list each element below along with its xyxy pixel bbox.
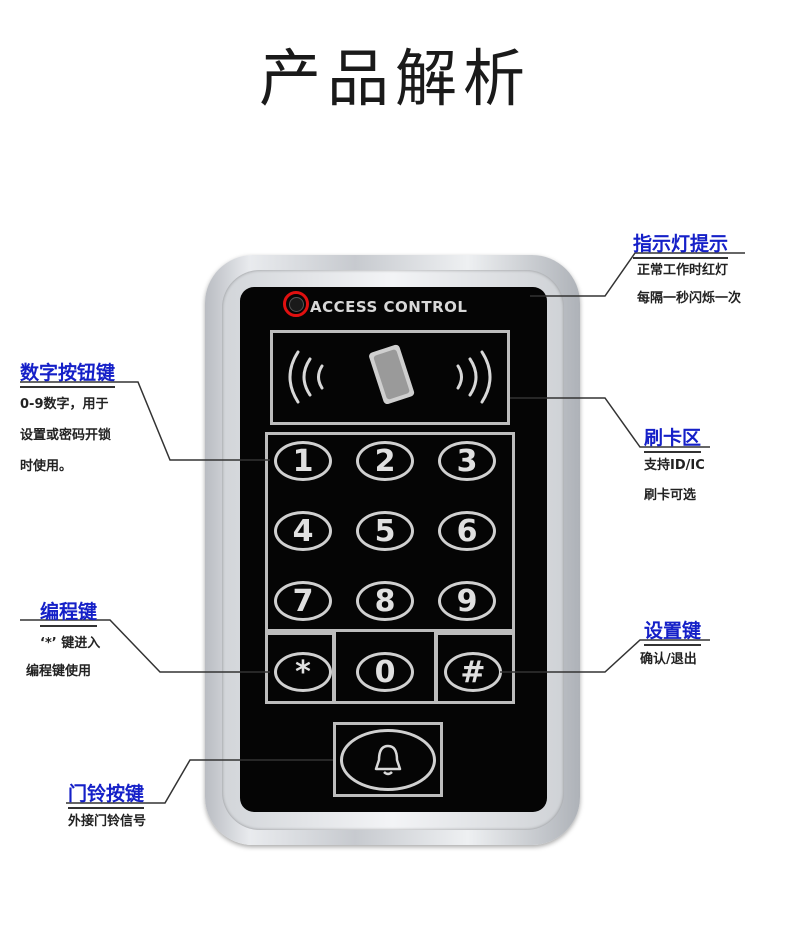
- key-2[interactable]: 2: [356, 441, 414, 481]
- digit-keys-annotation-title: 数字按钮键: [20, 358, 116, 388]
- device-brand-label: ACCESS CONTROL: [310, 298, 468, 316]
- indicator-highlight-ring: [283, 291, 309, 317]
- program-key-annotation-line-2: 编程键使用: [26, 664, 92, 679]
- key-0[interactable]: 0: [356, 652, 414, 692]
- card-icon: [369, 344, 415, 405]
- key-8[interactable]: 8: [356, 581, 414, 621]
- indicator-annotation-title: 指示灯提示: [633, 229, 729, 259]
- key-4[interactable]: 4: [274, 511, 332, 551]
- bell-icon: [374, 744, 402, 776]
- key-1[interactable]: 1: [274, 441, 332, 481]
- bell-key[interactable]: [340, 729, 436, 791]
- key-6[interactable]: 6: [438, 511, 496, 551]
- set-key-annotation-title: 设置键: [644, 616, 702, 646]
- card-area-annotation-title: 刷卡区: [644, 423, 702, 453]
- program-key-annotation-title: 编程键: [40, 597, 98, 627]
- key-7[interactable]: 7: [274, 581, 332, 621]
- indicator-annotation-line-2: 每隔一秒闪烁一次: [637, 291, 742, 306]
- digit-keys-annotation-line-1: 0-9数字，用于: [20, 397, 109, 412]
- card-area-annotation-line-2: 刷卡可选: [644, 488, 697, 503]
- card-area-annotation-line-1: 支持ID/IC: [644, 458, 705, 473]
- digit-keys-annotation-line-2: 设置或密码开锁: [20, 428, 112, 443]
- card-reader-area[interactable]: [270, 330, 510, 425]
- bell-key-frame: [333, 722, 443, 797]
- program-key-annotation-line-1: ‘*’ 键进入: [40, 636, 101, 651]
- set-key-annotation-line-1: 确认/退出: [640, 652, 697, 667]
- digit-keys-annotation-line-3: 时使用。: [20, 459, 73, 474]
- bell-key-annotation-title: 门铃按键: [68, 779, 145, 809]
- indicator-annotation-line-1: 正常工作时红灯: [637, 263, 729, 278]
- bell-key-annotation-line-1: 外接门铃信号: [68, 814, 147, 829]
- key-9[interactable]: 9: [438, 581, 496, 621]
- rfid-wave-icon: [288, 344, 492, 405]
- key-5[interactable]: 5: [356, 511, 414, 551]
- keypad-main-frame: [265, 432, 515, 632]
- key-star[interactable]: *: [274, 652, 332, 692]
- set-key-frame: [435, 632, 515, 704]
- key-3[interactable]: 3: [438, 441, 496, 481]
- page-title: 产品解析: [258, 42, 531, 115]
